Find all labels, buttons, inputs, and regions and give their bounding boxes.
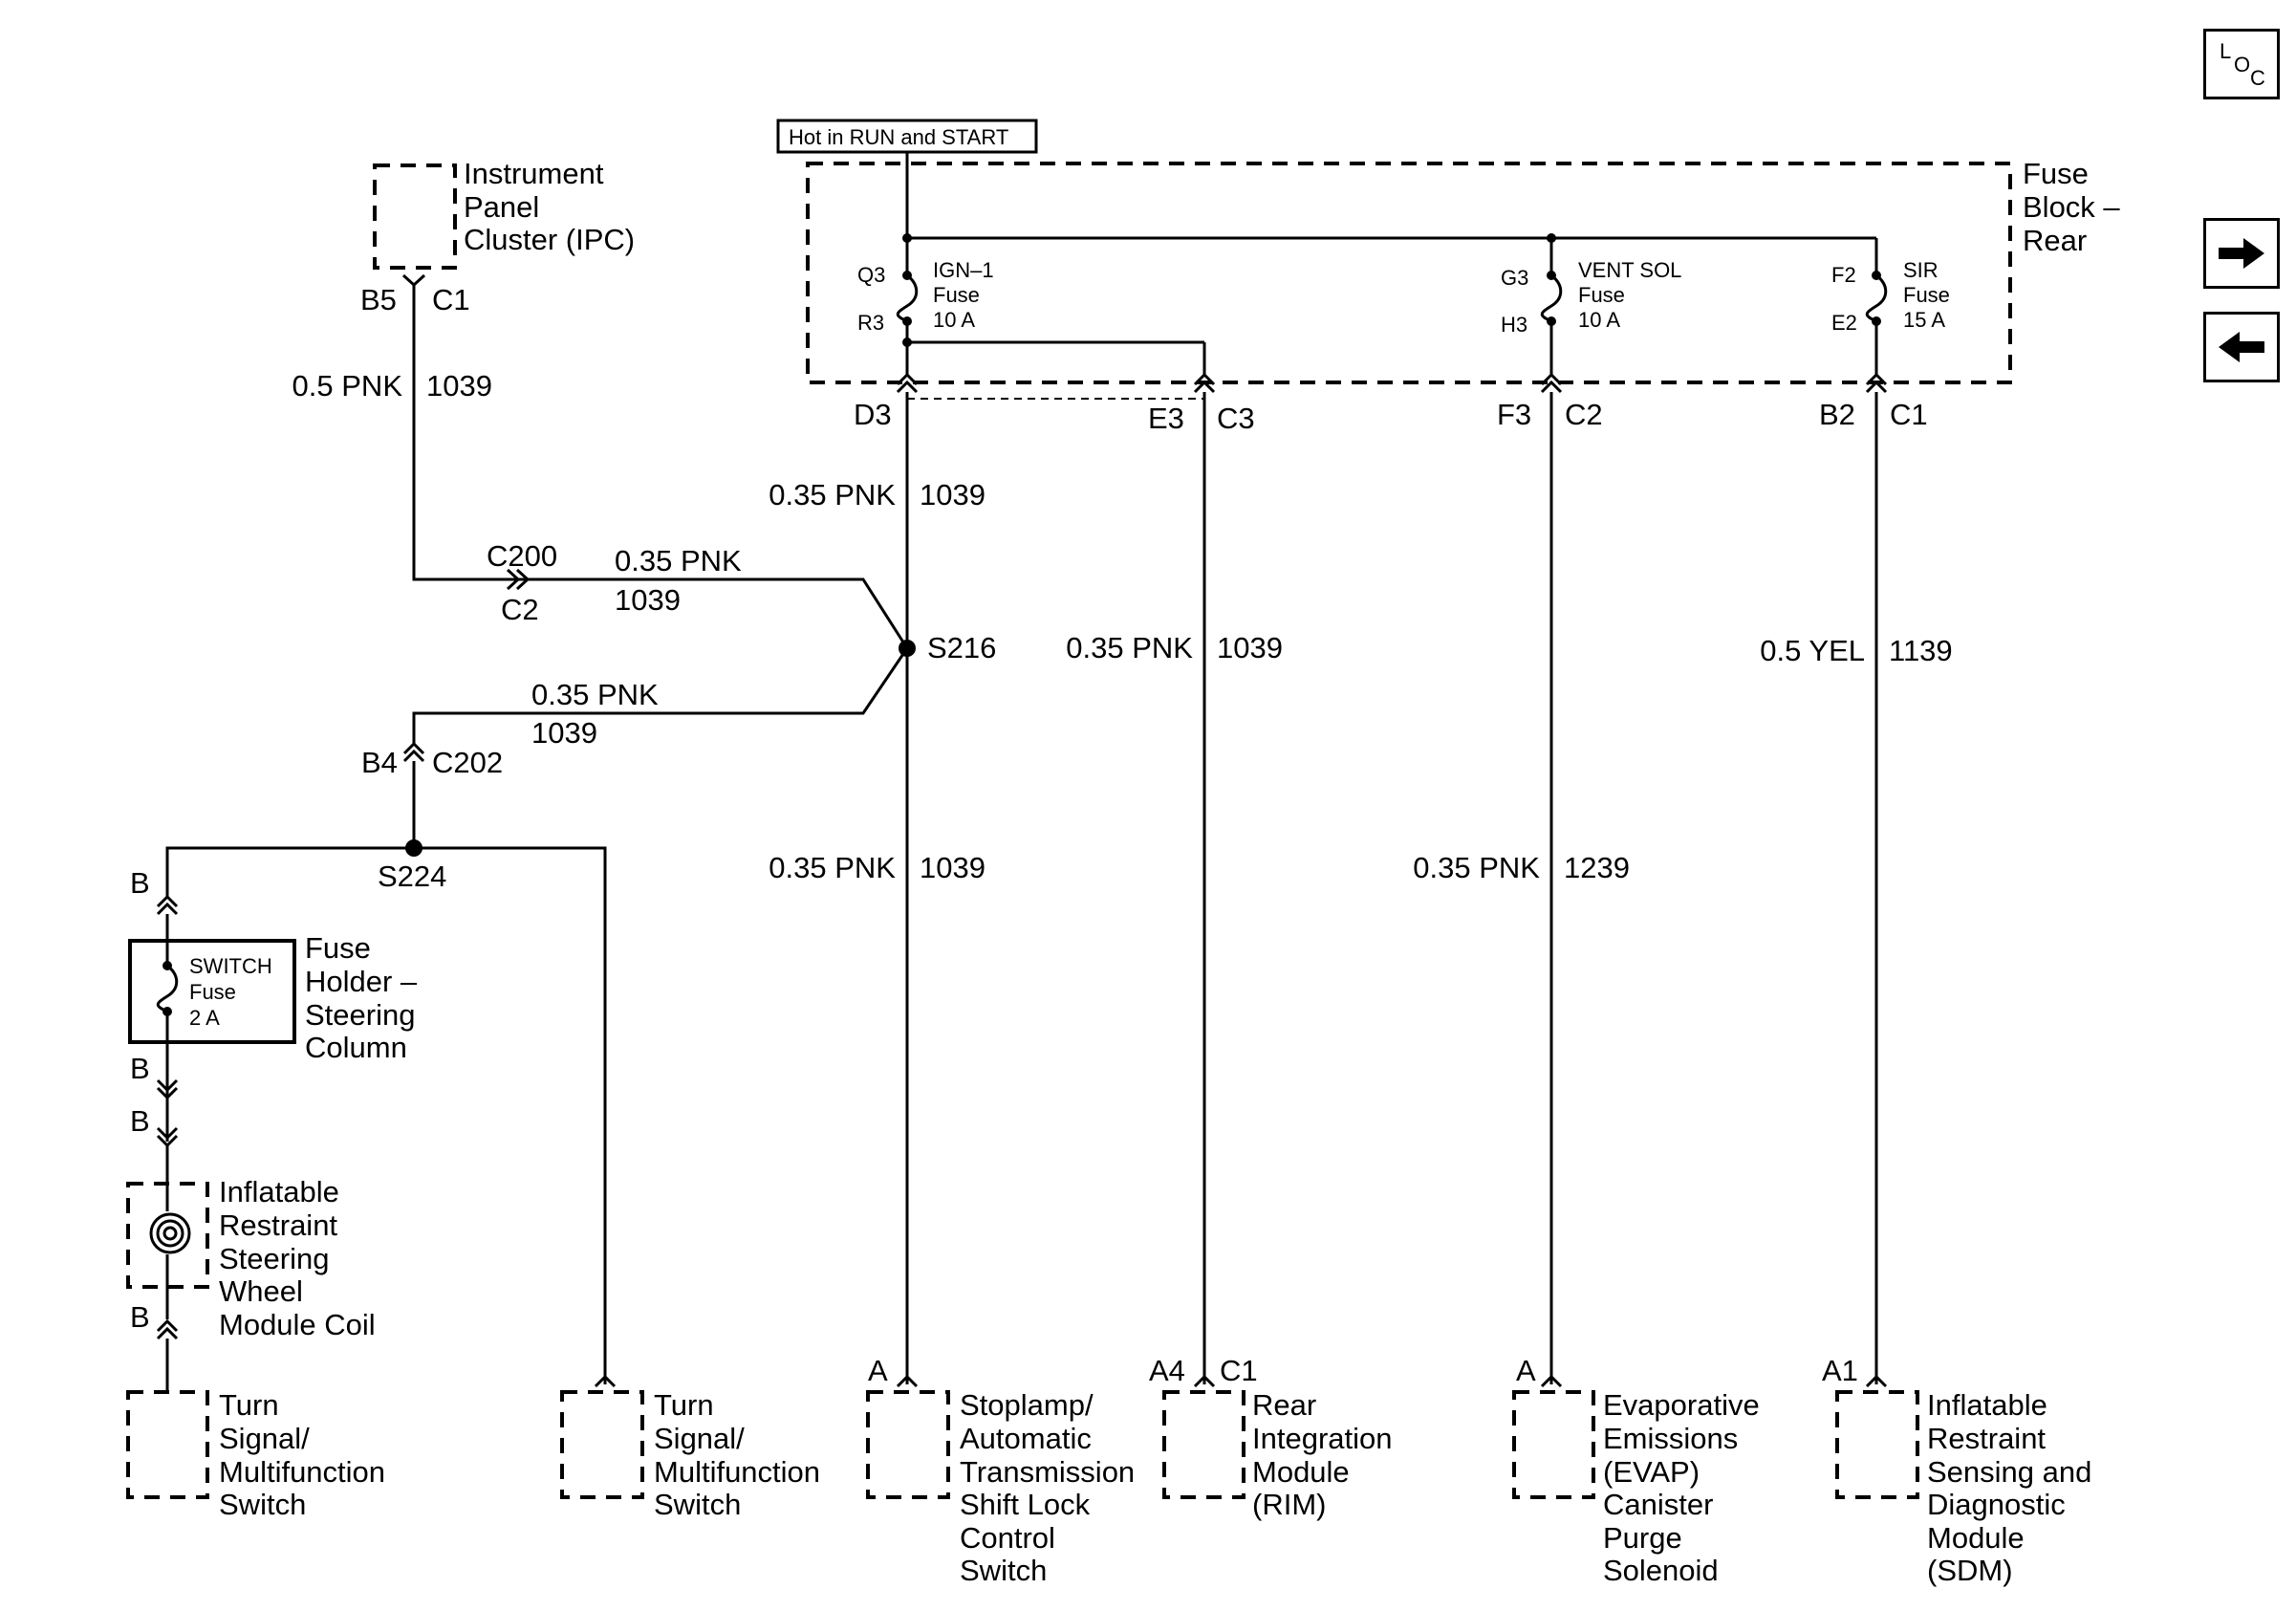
conn-a4: A4 [1149, 1354, 1185, 1387]
sir-fuse [1865, 271, 1888, 375]
wire-c202 [412, 647, 909, 746]
bus-node [902, 233, 912, 243]
b-connector-top [156, 894, 179, 916]
conn-c2-inline: C2 [501, 593, 539, 626]
arrow-right-icon [2219, 238, 2264, 269]
conn-b4: B4 [361, 746, 398, 779]
ign1-fuse-label: IGN–1 Fuse 10 A [933, 258, 1000, 332]
sir-top-pin: F2 [1831, 263, 1856, 287]
conn-c200: C200 [487, 539, 557, 573]
evap-label: Evaporative Emissions (EVAP) Canister Pu… [1603, 1388, 1767, 1587]
vent-top-pin: G3 [1501, 266, 1528, 290]
stoplamp-switch [866, 1390, 950, 1499]
conn-c3: C3 [1217, 402, 1255, 435]
switch-fuse [156, 941, 179, 1042]
wire-c200-circuit: 1039 [615, 583, 681, 617]
rim-label: Rear Integration Module (RIM) [1252, 1388, 1400, 1521]
conn-c1-ipc: C1 [432, 283, 470, 316]
wire-c202-circuit: 1039 [531, 716, 597, 750]
wire-ipc-circuit: 1039 [426, 369, 492, 403]
conn-b-coil-bottom: B [130, 1300, 150, 1334]
sir-fuse-label: SIR Fuse 15 A [1903, 258, 1956, 332]
turn-signal-switch-left [126, 1390, 209, 1499]
wire-s224-bar [165, 846, 607, 1384]
vent-fuse-label: VENT SOL Fuse 10 A [1578, 258, 1687, 332]
turn-signal-left-label: Turn Signal/ Multifunction Switch [219, 1388, 394, 1521]
ign1-bottom-pin: R3 [857, 311, 884, 335]
wire-sdm-gauge: 0.5 YEL [1760, 634, 1865, 667]
vent-bottom-pin: H3 [1501, 313, 1527, 337]
wire-c200-gauge: 0.35 PNK [615, 544, 742, 577]
c202-connector [402, 741, 425, 763]
conn-d3: D3 [854, 398, 892, 431]
svg-text:L: L [2220, 39, 2231, 63]
coil-label: Inflatable Restraint Steering Wheel Modu… [219, 1175, 376, 1341]
fuse-block-rear [806, 162, 2012, 384]
fuse-holder-label: Fuse Holder – Steering Column [305, 931, 425, 1064]
conn-c1-top: C1 [1890, 398, 1928, 431]
ign1-top-pin: Q3 [857, 263, 885, 287]
fuse-block-connectors [896, 372, 1888, 394]
conn-f3: F3 [1497, 398, 1531, 431]
loc-icon: L O C [2220, 39, 2265, 90]
splice-s216-label: S216 [927, 631, 996, 664]
wire-c200 [481, 577, 909, 649]
wire-sdm-circuit: 1139 [1889, 634, 1953, 667]
ipc-label: Instrument Panel Cluster (IPC) [464, 157, 635, 256]
sdm-label: Inflatable Restraint Sensing and Diagnos… [1927, 1388, 2100, 1587]
fuse-holder-steering [128, 939, 296, 1044]
conn-e3: E3 [1148, 402, 1184, 435]
wire-rim-gauge: 0.35 PNK [1066, 631, 1193, 664]
conn-b-coil-top: B [130, 1104, 150, 1138]
ign1-fuse [896, 239, 919, 375]
conn-a-evap: A [1516, 1354, 1536, 1387]
wire-ipc [412, 285, 481, 581]
conn-a-stoplamp: A [868, 1354, 888, 1387]
wire-d3-lower-gauge: 0.35 PNK [769, 851, 896, 884]
arrow-left-icon [2219, 332, 2264, 362]
conn-b2: B2 [1819, 398, 1855, 431]
stoplamp-label: Stoplamp/ Automatic Transmission Shift L… [960, 1388, 1143, 1587]
ipc-component [373, 163, 457, 270]
vent-sol-fuse [1540, 271, 1563, 375]
evap-solenoid [1512, 1390, 1595, 1499]
wire-d3-lower-circuit: 1039 [920, 851, 986, 884]
wire-ipc-gauge: 0.5 PNK [292, 369, 403, 403]
conn-c1-rim: C1 [1220, 1354, 1258, 1387]
sir-bottom-pin: E2 [1831, 311, 1857, 335]
sdm-module [1835, 1390, 1919, 1499]
switch-fuse-label: SWITCH Fuse 2 A [189, 954, 278, 1030]
conn-b-sw-bottom: B [130, 1052, 150, 1085]
conn-c2-top: C2 [1565, 398, 1603, 431]
loc-button[interactable]: L O C [2203, 29, 2280, 99]
conn-a1: A1 [1822, 1354, 1858, 1387]
hot-label: Hot in RUN and START [789, 125, 1008, 149]
conn-b-sw-top: B [130, 866, 150, 900]
splice-s224-label: S224 [378, 860, 446, 893]
wire-d3-upper-circuit: 1039 [920, 478, 986, 512]
conn-b5: B5 [360, 283, 397, 316]
wire-evap-circuit: 1239 [1564, 851, 1630, 884]
svg-text:C: C [2250, 66, 2265, 90]
wire-d3-upper-gauge: 0.35 PNK [769, 478, 896, 512]
svg-text:O: O [2234, 53, 2250, 76]
coil-icon [149, 1212, 191, 1254]
wire-rim-circuit: 1039 [1217, 631, 1283, 664]
back-button[interactable] [2203, 312, 2280, 382]
turn-signal-switch-right [560, 1390, 644, 1499]
turn-signal-right-label: Turn Signal/ Multifunction Switch [654, 1388, 829, 1521]
rim-module [1162, 1390, 1245, 1499]
forward-button[interactable] [2203, 218, 2280, 289]
wire-evap-gauge: 0.35 PNK [1413, 851, 1540, 884]
fuse-block-title: Fuse Block – Rear [2023, 157, 2128, 257]
wire-c202-gauge: 0.35 PNK [531, 678, 659, 711]
conn-c202: C202 [432, 746, 503, 779]
